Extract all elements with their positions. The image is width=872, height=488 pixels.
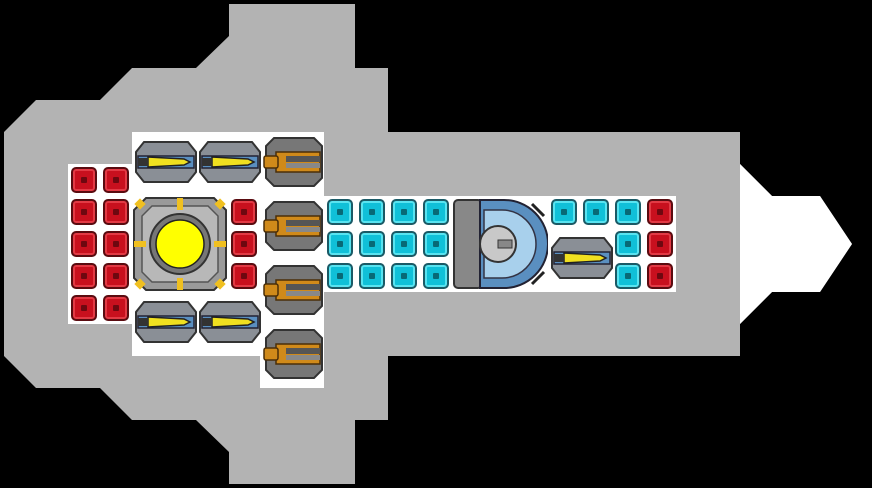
red-armor-block: [71, 199, 97, 225]
cyan-armor-block: [615, 263, 641, 289]
cyan-armor-block: [423, 263, 449, 289]
cyan-armor-block: [327, 263, 353, 289]
cyan-armor-block: [359, 199, 385, 225]
cyan-armor-block: [615, 199, 641, 225]
cannon-module: [263, 265, 323, 315]
cyan-armor-block: [583, 199, 609, 225]
thruster-module: [135, 141, 197, 183]
red-armor-block: [71, 263, 97, 289]
red-armor-block: [103, 263, 129, 289]
red-armor-block: [103, 231, 129, 257]
cyan-armor-block: [391, 263, 417, 289]
thruster-module: [199, 301, 261, 343]
cyan-armor-block: [423, 231, 449, 257]
thruster-module: [135, 301, 197, 343]
red-armor-block: [103, 199, 129, 225]
cyan-armor-block: [327, 199, 353, 225]
red-armor-block: [103, 167, 129, 193]
red-armor-block: [231, 199, 257, 225]
cyan-armor-block: [359, 231, 385, 257]
red-armor-block: [71, 167, 97, 193]
cyan-armor-block: [391, 199, 417, 225]
red-armor-block: [71, 295, 97, 321]
red-armor-block: [103, 295, 129, 321]
reactor-core: [133, 197, 227, 291]
bridge-module: [453, 199, 548, 289]
thruster-module: [199, 141, 261, 183]
red-armor-block: [231, 231, 257, 257]
cyan-armor-block: [423, 199, 449, 225]
nose-tip: [740, 164, 852, 324]
red-armor-block: [71, 231, 97, 257]
cannon-module: [263, 329, 323, 379]
cyan-armor-block: [359, 263, 385, 289]
cyan-armor-block: [551, 199, 577, 225]
red-armor-block: [231, 263, 257, 289]
cannon-module: [263, 201, 323, 251]
red-armor-block: [647, 199, 673, 225]
red-armor-block: [647, 231, 673, 257]
cyan-armor-block: [327, 231, 353, 257]
cyan-armor-block: [615, 231, 641, 257]
thruster-module: [551, 237, 613, 279]
cannon-module: [263, 137, 323, 187]
red-armor-block: [647, 263, 673, 289]
cyan-armor-block: [391, 231, 417, 257]
